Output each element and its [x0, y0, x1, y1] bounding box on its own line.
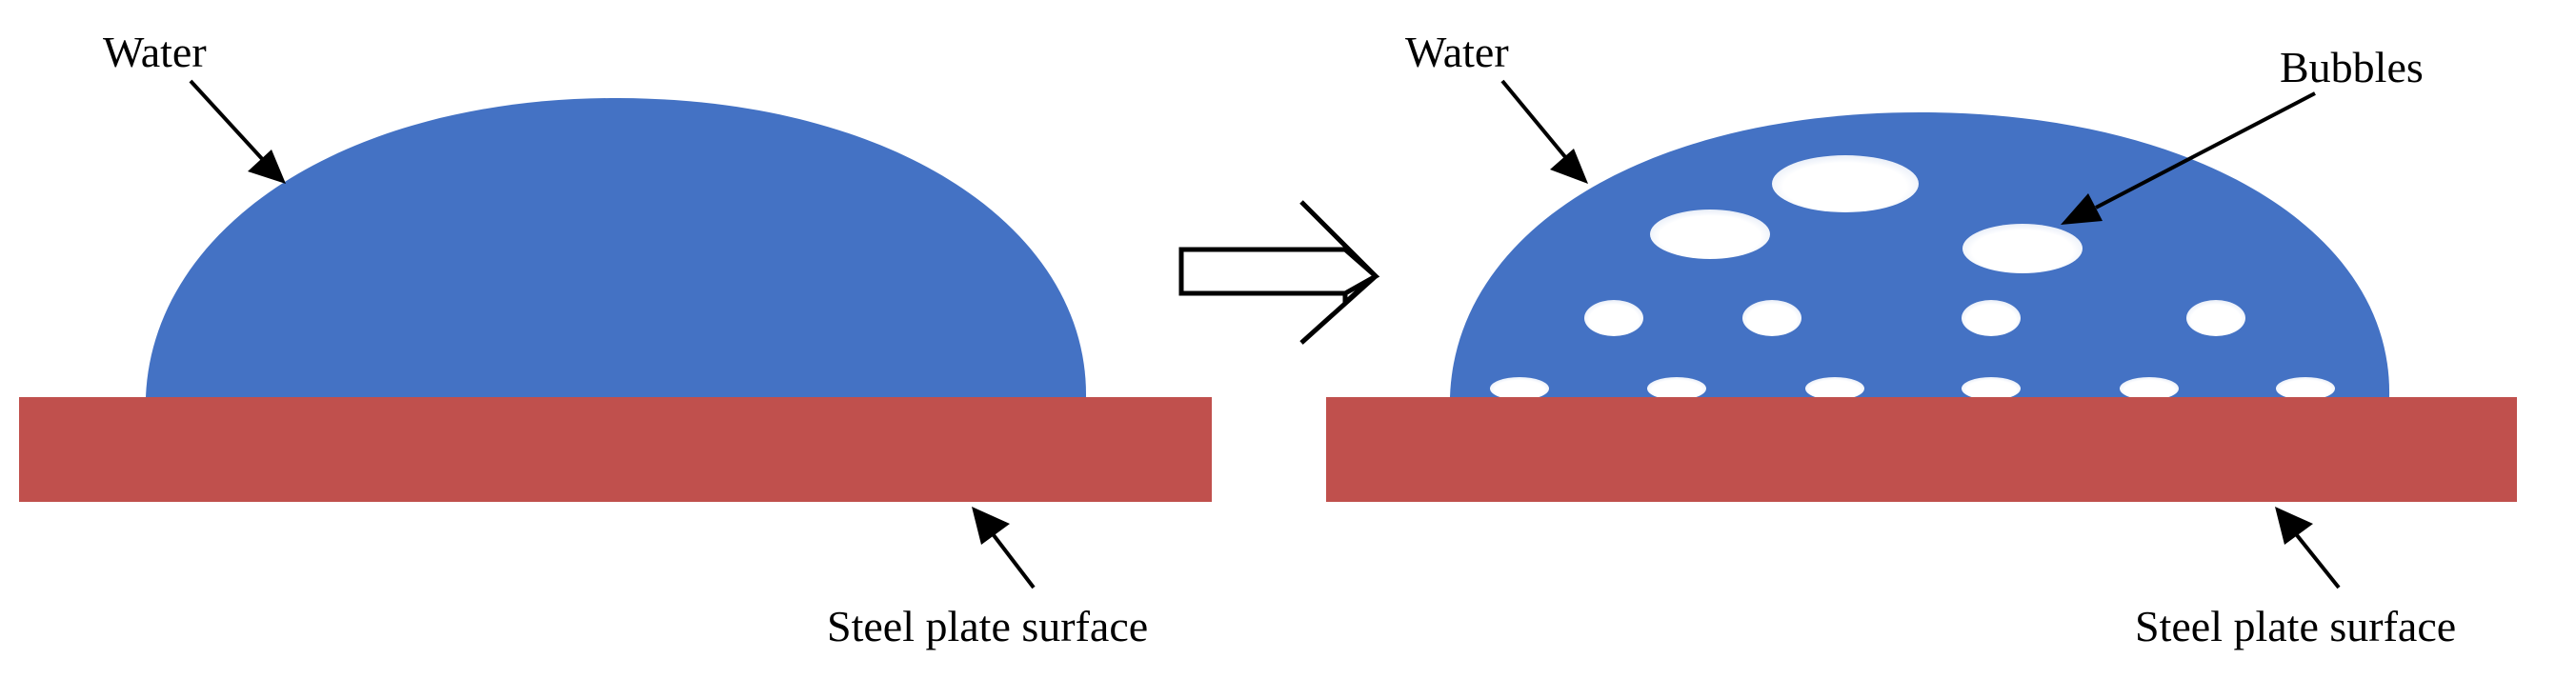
bubble — [2186, 300, 2245, 336]
right-surface-label: Steel plate surface — [2135, 602, 2456, 650]
bubble — [1962, 224, 2083, 273]
right-steel-plate — [1326, 397, 2517, 502]
bubble — [1962, 377, 2021, 400]
bubble — [1650, 210, 1770, 259]
bubble — [1647, 377, 1706, 400]
left-water-label: Water — [103, 28, 207, 76]
hollow-right-arrow-icon — [1178, 200, 1380, 345]
bubble — [1772, 155, 1919, 212]
bubbles-pointer-arrow-icon — [2061, 91, 2316, 225]
right-surface-pointer-arrow-icon — [2275, 507, 2341, 589]
bubbles — [1490, 155, 2335, 400]
left-steel-plate — [19, 397, 1212, 502]
bubble — [1490, 377, 1549, 400]
right-panel: Water Bubbles Steel plate surface — [1326, 28, 2517, 650]
bubble — [1805, 377, 1864, 400]
left-water-pointer-arrow-icon — [189, 79, 286, 184]
left-surface-pointer-arrow-icon — [972, 507, 1036, 589]
left-water-droplet — [146, 97, 1087, 397]
bubble — [1962, 300, 2021, 336]
right-water-label: Water — [1405, 28, 1509, 76]
left-panel: Water Steel plate surface — [19, 28, 1212, 650]
bubble — [1584, 300, 1643, 336]
bubbles-label: Bubbles — [2280, 43, 2424, 91]
right-water-pointer-arrow-icon — [1500, 79, 1588, 184]
right-water-droplet — [1450, 112, 2390, 397]
bubble — [2120, 377, 2179, 400]
left-surface-label: Steel plate surface — [827, 602, 1148, 650]
bubble — [1742, 300, 1801, 336]
bubble — [2276, 377, 2335, 400]
